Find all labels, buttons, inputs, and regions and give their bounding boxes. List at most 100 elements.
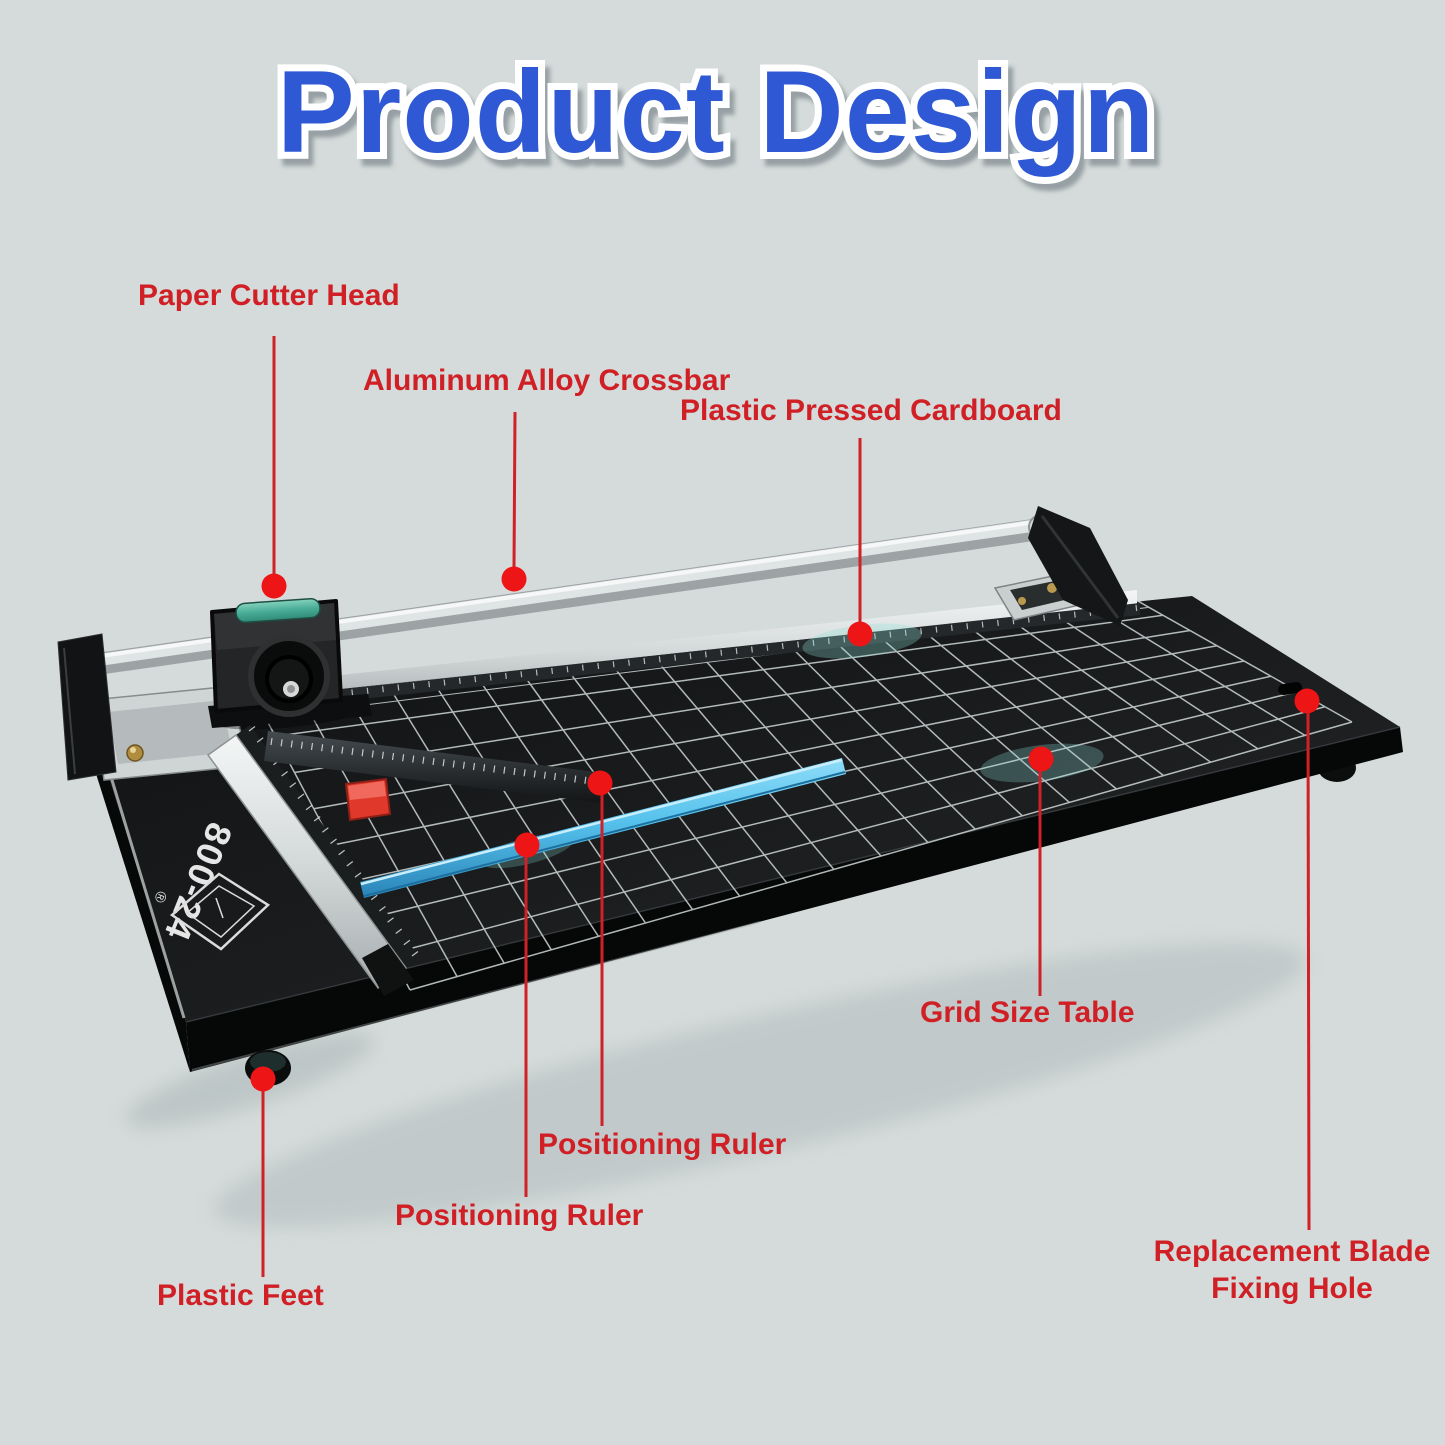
paper-cutter-head — [208, 597, 372, 730]
grid-line — [751, 646, 753, 653]
marker-dot-aluminum-alloy-crossbar — [501, 566, 527, 592]
grid-line — [313, 816, 321, 822]
positioning-ruler-dark — [264, 731, 604, 822]
grid-line — [535, 669, 538, 676]
grid-line — [1135, 604, 1138, 612]
marker-dot-positioning-ruler-bottom — [514, 832, 540, 858]
grid-line — [346, 861, 354, 867]
grid-line — [483, 764, 486, 772]
grid-line — [395, 928, 403, 934]
grid-line — [597, 662, 600, 670]
grid-line — [904, 629, 907, 636]
grid-line — [310, 742, 314, 751]
grid-line — [270, 737, 273, 746]
grid-line — [812, 639, 815, 646]
cutting-rail — [135, 590, 1140, 722]
grid-line — [442, 759, 445, 767]
grid-line — [321, 744, 324, 752]
grid-line — [294, 629, 1191, 774]
grid-line — [997, 619, 999, 626]
grid-line — [533, 770, 536, 778]
grid-line — [553, 772, 557, 781]
grid-line — [581, 664, 584, 671]
grid-line — [658, 656, 661, 663]
title-banner: Product Design — [270, 39, 1162, 184]
grid-line — [523, 769, 526, 777]
grid-line — [689, 652, 692, 660]
grid-line — [289, 782, 297, 788]
grid-line — [981, 621, 984, 628]
left-mount-plate — [91, 685, 247, 781]
grid-line — [1043, 614, 1046, 622]
leader-line-aluminum-alloy-crossbar — [512, 411, 517, 568]
grid-line — [330, 838, 337, 844]
grid-line — [332, 660, 1245, 846]
grid-line — [1058, 613, 1061, 620]
grid-line — [720, 649, 723, 656]
grid-line — [551, 667, 554, 675]
grid-line — [920, 628, 923, 635]
grid-line — [366, 687, 369, 694]
grid-line — [256, 737, 264, 743]
grid-line — [781, 643, 784, 650]
marker-dot-replacement-blade-fixing-hole — [1294, 688, 1320, 714]
grid-line — [305, 804, 313, 811]
grid-line — [281, 771, 288, 777]
grid-line — [1073, 611, 1076, 618]
grid-line — [331, 745, 334, 753]
label-positioning-ruler-top: Positioning Ruler — [538, 1128, 787, 1161]
grid-line — [472, 762, 476, 771]
grid-line — [391, 752, 395, 761]
label-grid-size-table: Grid Size Table — [920, 996, 1135, 1029]
label-plastic-feet: Plastic Feet — [157, 1279, 324, 1312]
grid-line — [432, 757, 435, 766]
grid-line — [564, 774, 567, 782]
grid-line — [889, 631, 892, 638]
grid-line — [290, 740, 293, 748]
grid-line — [397, 684, 400, 691]
label-replacement-blade-line1: Replacement Blade — [1153, 1235, 1431, 1268]
label-positioning-ruler-bottom: Positioning Ruler — [395, 1199, 644, 1232]
grid-line — [966, 623, 969, 630]
grid-line — [280, 739, 283, 747]
grid-line — [797, 641, 800, 648]
grid-line — [493, 765, 496, 773]
edge-guide-ruler — [206, 725, 420, 996]
grid-line — [543, 771, 546, 779]
grid-line — [843, 636, 846, 643]
grid-line — [297, 793, 305, 799]
grid-line — [513, 767, 516, 776]
grid-line — [351, 747, 354, 756]
grid-line — [428, 681, 431, 688]
grid-line — [321, 827, 329, 833]
marker-dot-grid-size-table — [1028, 746, 1054, 772]
grid-line — [574, 775, 577, 783]
grid-line — [462, 761, 465, 769]
label-aluminum-alloy-crossbar: Aluminum Alloy Crossbar — [363, 364, 731, 397]
grid-line — [643, 657, 646, 665]
cutting-board — [86, 596, 1403, 1072]
grid-line — [452, 760, 455, 768]
right-bracket — [1028, 506, 1128, 626]
marker-dot-plastic-feet — [250, 1066, 276, 1092]
grid-line — [443, 679, 446, 686]
grid-line — [403, 939, 411, 946]
grid-line — [371, 750, 374, 758]
grid-line — [935, 626, 938, 633]
grid-line — [584, 776, 587, 784]
marker-dot-paper-cutter-head — [261, 573, 287, 599]
grid-line — [505, 672, 507, 679]
grid-line — [351, 689, 354, 696]
leader-line-replacement-blade-fixing-hole — [1306, 712, 1311, 1231]
grid-line — [412, 682, 415, 689]
grid-line — [248, 726, 256, 732]
marker-dot-plastic-pressed-cardboard — [847, 621, 873, 647]
grid-line — [950, 624, 953, 631]
grid-line — [766, 644, 769, 651]
grid-line — [382, 686, 384, 693]
grid-line — [275, 614, 1164, 737]
grid-line — [390, 706, 1326, 955]
grid-line — [566, 666, 569, 673]
label-replacement-blade-line2: Fixing Hole — [1211, 1272, 1373, 1305]
